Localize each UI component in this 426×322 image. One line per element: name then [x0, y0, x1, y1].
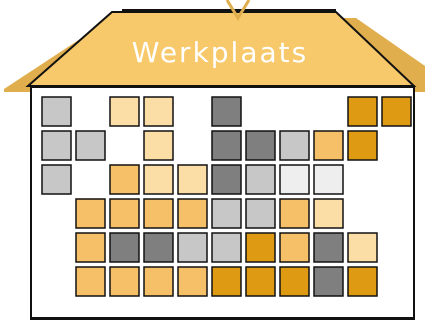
tile	[75, 130, 106, 161]
tile	[75, 198, 106, 229]
tile	[313, 232, 344, 263]
tile-grid	[41, 96, 412, 297]
tile	[143, 130, 174, 161]
tile	[177, 232, 208, 263]
tile	[143, 164, 174, 195]
tile	[143, 266, 174, 297]
tile	[313, 266, 344, 297]
tile	[109, 96, 140, 127]
hanging-ring-icon	[225, 0, 251, 21]
tile	[41, 130, 72, 161]
tile	[279, 130, 310, 161]
tile	[245, 232, 276, 263]
tile	[75, 266, 106, 297]
tile	[143, 198, 174, 229]
tile	[211, 96, 242, 127]
tile	[109, 232, 140, 263]
tile	[109, 198, 140, 229]
tile	[279, 164, 310, 195]
tile	[347, 130, 378, 161]
tile	[245, 164, 276, 195]
tile	[347, 96, 378, 127]
tile	[211, 164, 242, 195]
tile	[211, 198, 242, 229]
tile	[75, 232, 106, 263]
tile	[109, 164, 140, 195]
tile	[143, 232, 174, 263]
tile	[279, 266, 310, 297]
tile	[41, 164, 72, 195]
tile	[279, 198, 310, 229]
tile	[109, 266, 140, 297]
workshop-sign-label: Werkplaats	[131, 36, 309, 69]
tile	[347, 232, 378, 263]
tile	[381, 96, 412, 127]
tile	[177, 198, 208, 229]
tile	[313, 130, 344, 161]
tile	[279, 232, 310, 263]
tile	[211, 232, 242, 263]
tile	[347, 266, 378, 297]
tile	[177, 266, 208, 297]
tile	[211, 130, 242, 161]
tile	[177, 164, 208, 195]
tile	[245, 130, 276, 161]
tile	[143, 96, 174, 127]
tile	[245, 266, 276, 297]
tile	[41, 96, 72, 127]
tile	[313, 164, 344, 195]
tile	[211, 266, 242, 297]
tile	[245, 198, 276, 229]
tile	[313, 198, 344, 229]
